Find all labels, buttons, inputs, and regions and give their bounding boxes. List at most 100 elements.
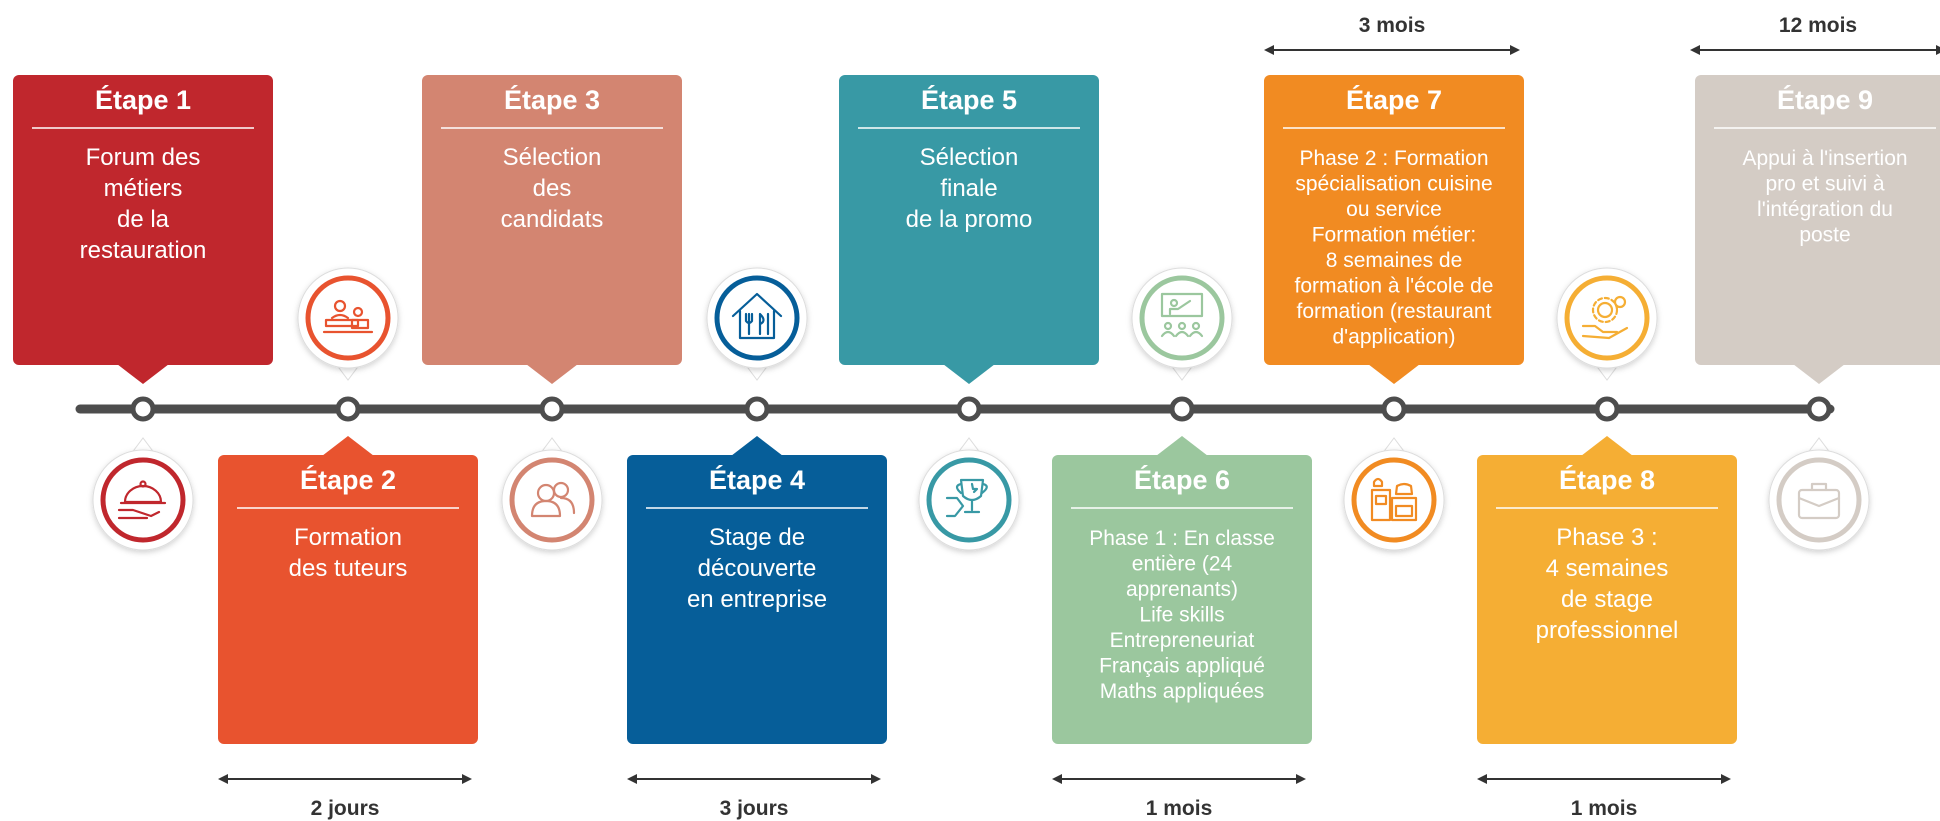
step-description-line: en entreprise [687,586,827,613]
step-card-box [839,75,1099,365]
step-description-line: Français appliqué [1099,655,1265,678]
timeline-node [956,396,982,422]
step-description-line: Forum des [86,144,201,171]
timeline-node [1381,396,1407,422]
step-title: Étape 4 [709,464,805,495]
step-card-pointer [1368,364,1420,384]
step-card: Étape 5 Sélection finale de la promo [839,75,1099,384]
step-card-pointer [943,364,995,384]
step-description-line: des [533,175,572,202]
step-card-box [1695,75,1940,365]
step-card-box [1052,455,1312,744]
trophy-hand-icon [945,478,988,518]
duration-indicator: 3 mois [1264,14,1520,55]
step-description-line: candidats [501,206,604,233]
step-description-line: Life skills [1139,604,1224,627]
step-description-line: Phase 3 : [1556,524,1657,551]
timeline-node [1806,396,1832,422]
step-card-box [1477,455,1737,744]
step-description-line: Appui à l'insertion [1742,147,1907,170]
classroom-icon [1160,292,1204,338]
step-card: Étape 3 Sélection des candidats [422,75,682,384]
step-card-pointer [731,436,783,456]
step-title: Étape 5 [921,84,1017,115]
timeline-node [130,396,156,422]
step-icon-badge [297,267,399,381]
step-title: Étape 6 [1134,464,1230,495]
step-description-line: ou service [1346,198,1442,221]
step-title: Étape 8 [1559,464,1655,495]
step-card-pointer [322,436,374,456]
step-icon-badge [706,267,808,381]
duration-label: 1 mois [1571,797,1638,820]
timeline-node [1169,396,1195,422]
step-description-line: Formation [294,524,402,551]
step-card: Étape 9 Appui à l'insertion pro et suivi à… [1695,75,1940,384]
step-card: Étape 8 Phase 3 : 4 semaines de stage profes… [1477,436,1737,744]
serving-cloche-icon [117,480,167,520]
step-card-box [218,455,478,744]
step-description-line: découverte [698,555,817,582]
step-description-line: pro et suivi à [1765,173,1884,196]
step-description-line: formation à l'école de [1295,275,1494,298]
step-card-box [1264,75,1524,365]
step-description-line: de la [117,206,170,233]
step-card-pointer [526,364,578,384]
step-description-line: de la promo [906,206,1033,233]
step-description-line: apprenants) [1126,578,1238,601]
step-icon-badge [1556,267,1658,381]
step-icon-badge [918,437,1020,551]
step-title: Étape 3 [504,84,600,115]
timeline-node [1594,396,1620,422]
step-card-pointer [1156,436,1208,456]
timeline-node [744,396,770,422]
step-description-line: professionnel [1536,617,1679,644]
step-description-line: métiers [104,175,183,202]
step-description-line: Sélection [920,144,1019,171]
step-description-line: finale [940,175,997,202]
step-icon-badge [1768,437,1870,551]
step-description-line: Formation métier: [1312,224,1477,247]
duration-label: 3 mois [1359,14,1426,37]
step-title: Étape 1 [95,84,191,115]
step-icon-badge [92,437,194,551]
timeline-node [335,396,361,422]
step-description-line: Phase 1 : En classe [1089,527,1275,550]
duration-label: 12 mois [1779,14,1857,37]
tutor-desk-icon [322,299,374,334]
step-card-pointer [117,364,169,384]
step-description-line: poste [1799,224,1850,247]
step-description-line: Maths appliquées [1100,680,1265,703]
step-description-line: de stage [1561,586,1653,613]
step-title: Étape 9 [1777,84,1873,115]
duration-label: 1 mois [1146,797,1213,820]
duration-label: 3 jours [720,797,789,820]
step-description-line: formation (restaurant [1297,300,1492,323]
step-description-line: 4 semaines [1546,555,1669,582]
briefcase-icon [1797,482,1841,520]
step-description-line: spécialisation cuisine [1295,173,1492,196]
step-icon-badge [1343,437,1445,551]
step-card-pointer [1793,364,1845,384]
step-icon-badge [1131,267,1233,381]
duration-indicator: 3 jours [627,774,881,820]
step-card-pointer [1581,436,1633,456]
step-description-line: l'intégration du [1757,198,1893,221]
step-card-box [422,75,682,365]
step-card-box [627,455,887,744]
step-description-line: d'application) [1332,326,1455,349]
duration-indicator: 1 mois [1052,774,1306,820]
kitchen-icon [1370,477,1418,522]
step-description-line: Entrepreneuriat [1110,629,1255,652]
step-description-line: Sélection [503,144,602,171]
duration-indicator: 2 jours [218,774,472,820]
step-card: Étape 7 Phase 2 : Formation spécialisation… [1264,75,1524,384]
step-title: Étape 7 [1346,84,1442,115]
people-icon [530,481,576,518]
step-description-line: Phase 2 : Formation [1299,147,1488,170]
